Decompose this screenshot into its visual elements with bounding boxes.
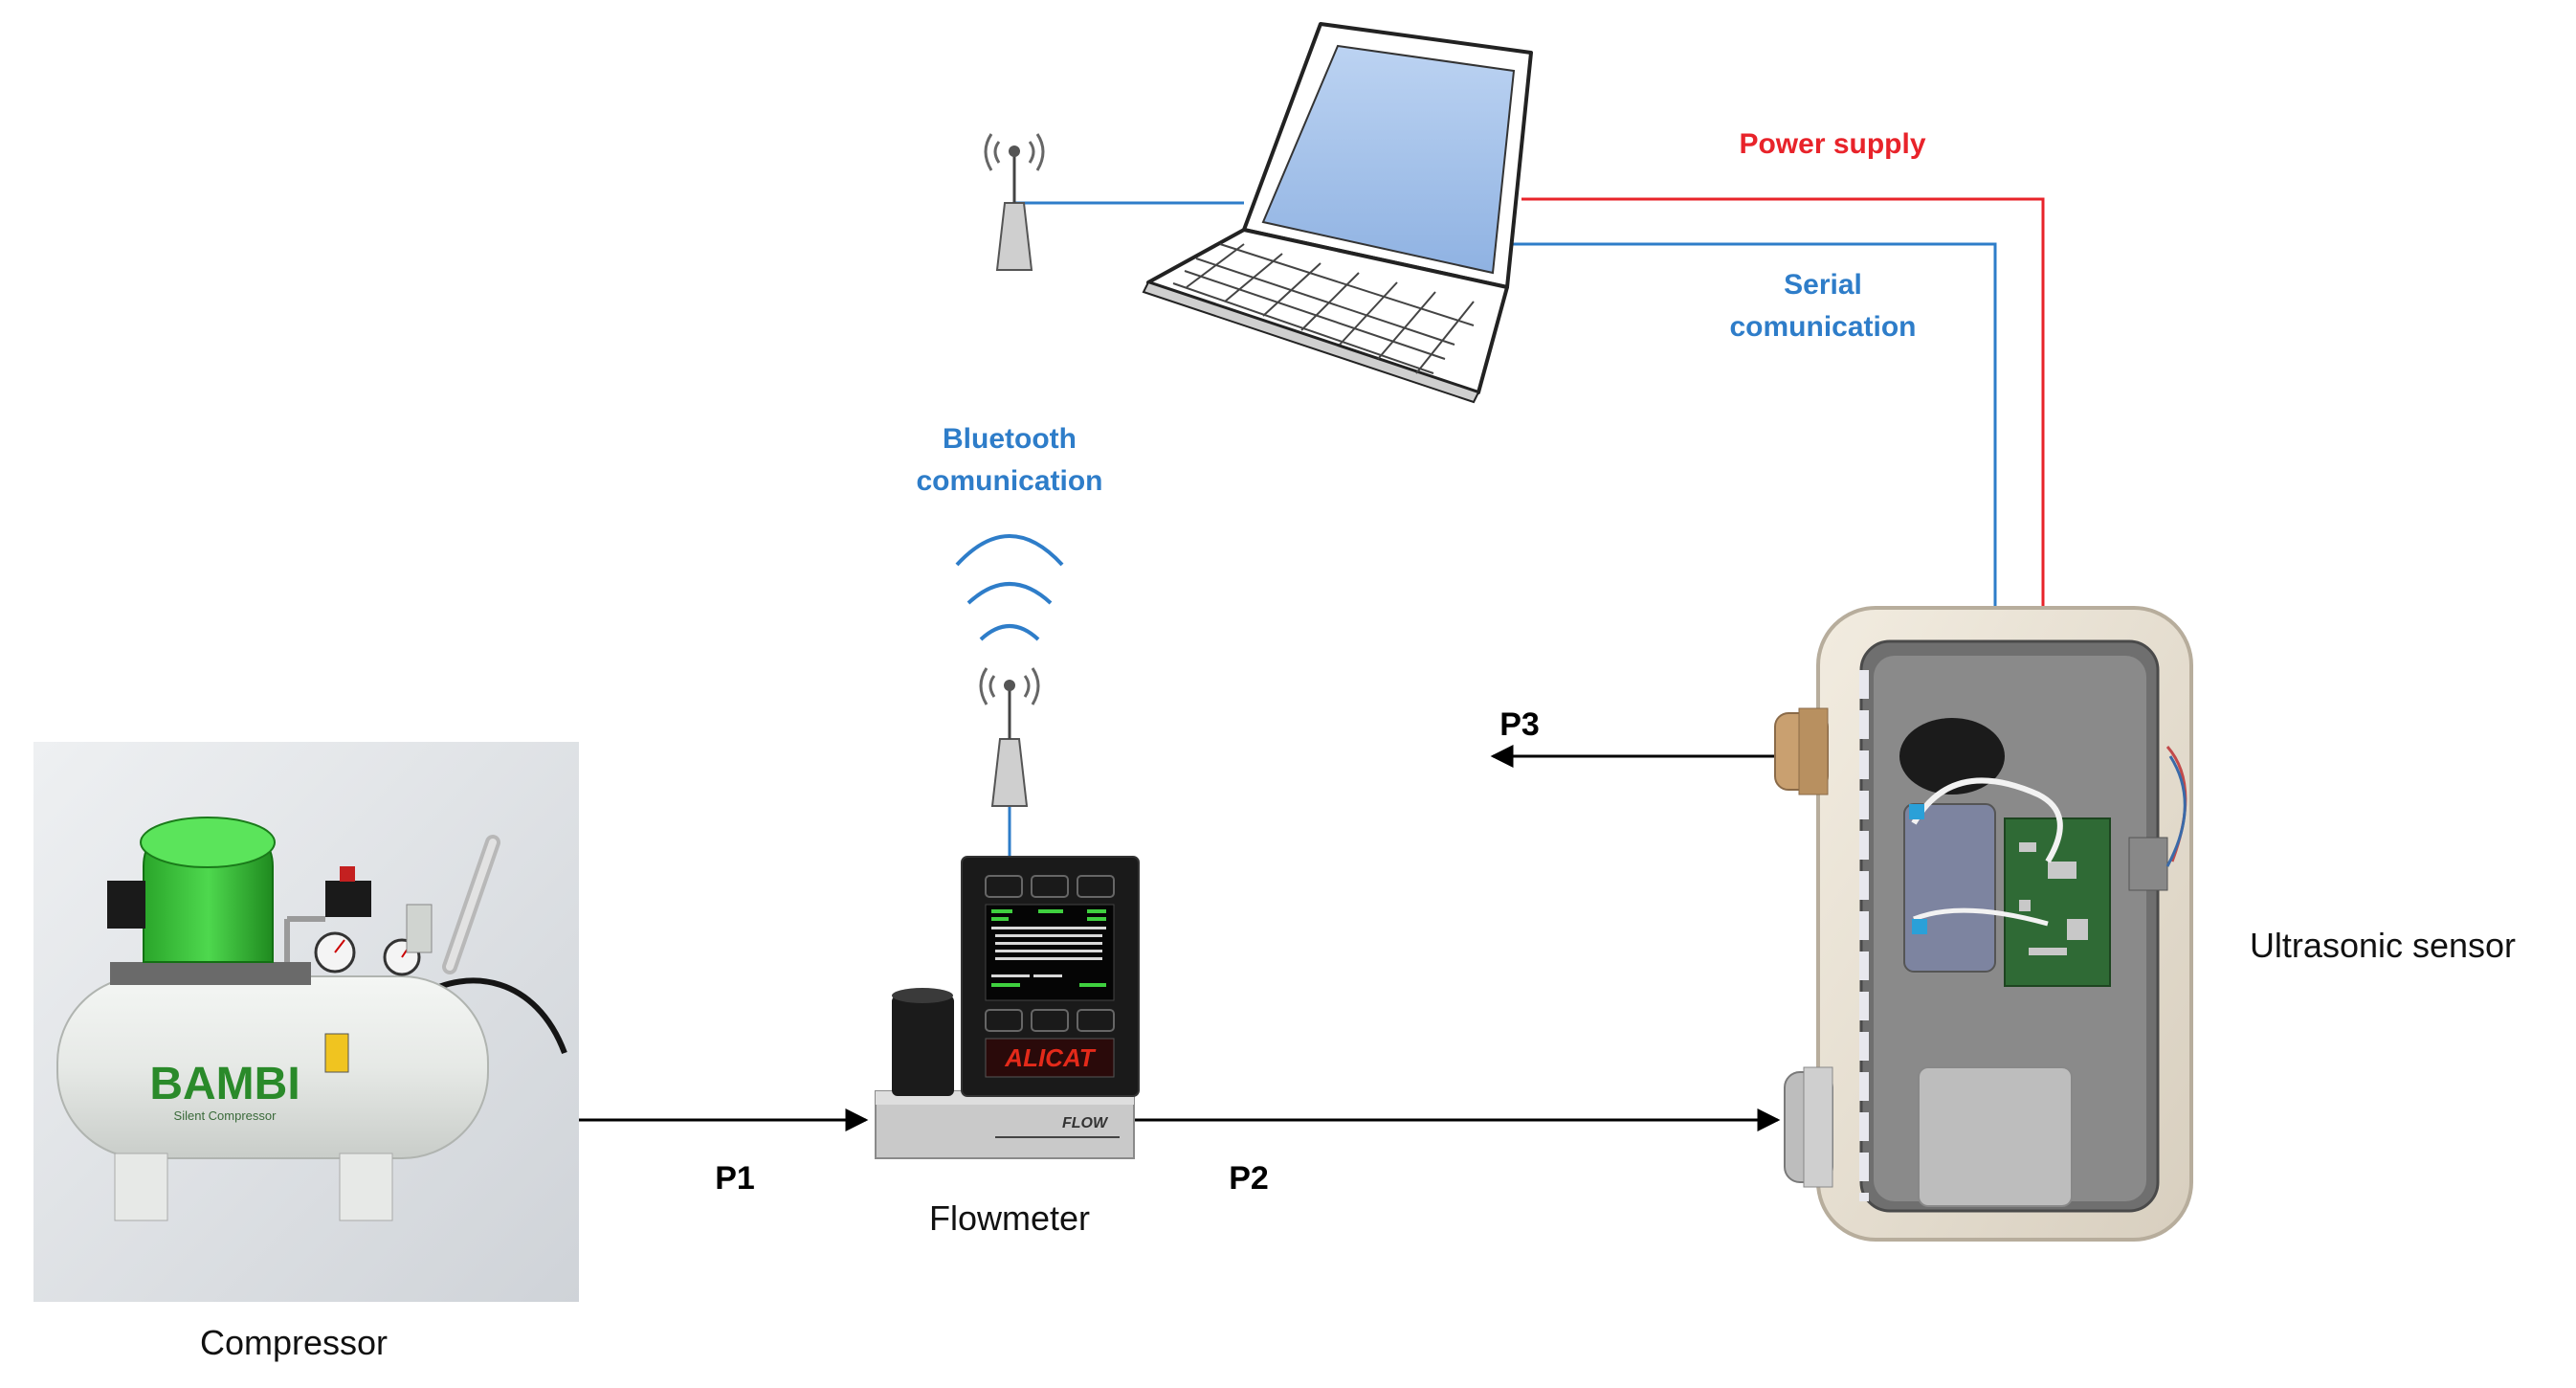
flowmeter-antenna-icon <box>979 667 1040 807</box>
p2-label: P2 <box>1229 1160 1269 1197</box>
compressor-subtitle-text: Silent Compressor <box>174 1108 278 1123</box>
compressor-image: BAMBI Silent Compressor <box>33 742 579 1302</box>
laptop-icon <box>1142 22 1533 404</box>
power-supply-line <box>1521 197 2045 613</box>
flowmeter-label: Flowmeter <box>929 1198 1090 1238</box>
laptop-antenna-icon <box>984 133 1045 271</box>
flowmeter-brand-text: ALICAT <box>1004 1043 1097 1072</box>
bluetooth-communication-label-line1: Bluetooth <box>943 423 1077 455</box>
serial-communication-label-line1: Serial <box>1784 269 1862 301</box>
compressor-label: Compressor <box>200 1323 388 1362</box>
power-supply-label: Power supply <box>1739 128 1925 160</box>
bluetooth-waves-icon <box>955 534 1064 641</box>
p1-label: P1 <box>715 1160 755 1197</box>
serial-communication-label-line2: comunication <box>1729 311 1916 343</box>
serial-communication-line <box>1507 242 1997 613</box>
flowmeter-image: FLOW A <box>875 856 1140 1159</box>
ultrasonic-sensor-image <box>1774 606 2193 1242</box>
p3-label: P3 <box>1499 706 1540 743</box>
compressor-brand-text: BAMBI <box>149 1059 300 1109</box>
ultrasonic-sensor-label: Ultrasonic sensor <box>2250 926 2516 965</box>
bluetooth-communication-label-line2: comunication <box>916 465 1102 497</box>
flowmeter-flow-text: FLOW <box>1062 1115 1109 1131</box>
